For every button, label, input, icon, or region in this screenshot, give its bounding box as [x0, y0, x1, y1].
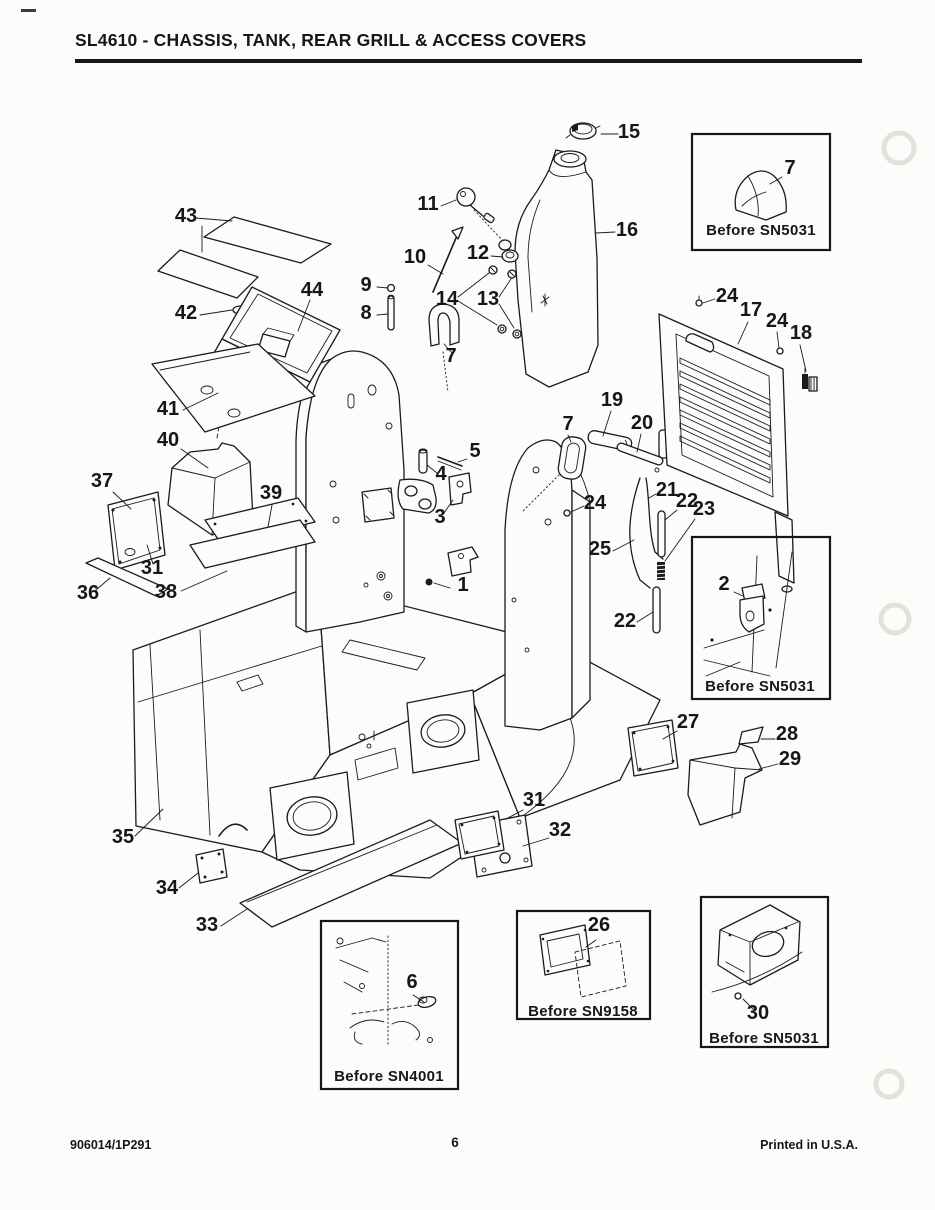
callout-31-right: 31: [523, 789, 545, 811]
callout-42: 42: [175, 302, 197, 324]
callout-30: 30: [747, 1002, 769, 1024]
page-title: SL4610 - CHASSIS, TANK, REAR GRILL & ACC…: [75, 30, 587, 50]
callout-24-b: 24: [766, 310, 789, 332]
callout-29: 29: [779, 748, 801, 770]
callout-3: 3: [434, 506, 445, 528]
callout-33: 33: [196, 914, 218, 936]
callout-27: 27: [677, 711, 699, 733]
callout-22-a: 22: [676, 490, 698, 512]
inset-d-caption: Before SN9158: [528, 1003, 638, 1020]
callout-12: 12: [467, 242, 489, 264]
callout-41: 41: [157, 398, 179, 420]
callout-11: 11: [417, 193, 438, 215]
rear-grill-drawing: [563, 295, 818, 593]
callout-26: 26: [588, 914, 610, 936]
footer-page-number: 6: [451, 1135, 459, 1150]
callout-43: 43: [175, 205, 197, 227]
callout-9: 9: [360, 274, 371, 296]
left-covers-drawing: [85, 442, 316, 597]
callout-25: 25: [589, 538, 611, 560]
callout-8: 8: [360, 302, 371, 324]
inset-box-c: [319, 919, 460, 1091]
fuel-tank-drawing: [432, 122, 601, 388]
callout-15: 15: [618, 121, 640, 143]
inset-e-caption: Before SN5031: [709, 1030, 819, 1047]
callout-labels: 43 42 44 41 40 37 39 31 38 36 11 10 12 1…: [77, 121, 812, 1024]
rods-springs-drawing: [557, 430, 668, 634]
callout-18: 18: [790, 322, 812, 344]
inset-c-caption: Before SN4001: [334, 1068, 444, 1085]
inset-box-b: [690, 535, 832, 701]
callout-21: 21: [656, 479, 678, 501]
callout-24-c: 24: [584, 492, 607, 514]
callout-16: 16: [616, 219, 638, 241]
callout-40: 40: [157, 429, 179, 451]
rear-panels-drawing: [627, 719, 764, 826]
callout-36: 36: [77, 582, 99, 604]
callout-14: 14: [436, 288, 459, 310]
callout-17: 17: [740, 299, 762, 321]
callout-19: 19: [601, 389, 623, 411]
callout-24-a: 24: [716, 285, 739, 307]
callout-13: 13: [477, 288, 499, 310]
callout-5: 5: [469, 440, 480, 462]
callout-31-left: 31: [141, 557, 163, 579]
inset-b-caption: Before SN5031: [705, 678, 815, 695]
callout-23: 23: [693, 498, 715, 520]
callout-7-shackle: 7: [445, 345, 456, 367]
callout-6: 6: [406, 971, 417, 993]
footer-printed-note: Printed in U.S.A.: [760, 1138, 858, 1152]
inset-a-caption: Before SN5031: [706, 222, 816, 239]
callout-7-inset: 7: [784, 157, 795, 179]
footer-doc-number: 906014/1P291: [70, 1138, 152, 1152]
callout-35: 35: [112, 826, 134, 848]
inset-box-e: [699, 895, 830, 1049]
title-underline: [75, 59, 862, 63]
inset-box-d: [515, 909, 652, 1021]
callout-37: 37: [91, 470, 113, 492]
callout-20: 20: [631, 412, 653, 434]
callout-38: 38: [155, 581, 177, 603]
callout-44: 44: [301, 279, 324, 301]
callout-10: 10: [404, 246, 426, 268]
callout-7-grommet: 7: [562, 413, 573, 435]
callout-22-b: 22: [614, 610, 636, 632]
inset-captions: Before SN5031 Before SN5031 Before SN400…: [334, 222, 819, 1085]
callout-34: 34: [156, 877, 179, 899]
inset-box-a: [690, 132, 832, 252]
callout-2: 2: [718, 573, 729, 595]
left-panels-drawing: [151, 216, 341, 439]
callout-1: 1: [457, 574, 468, 596]
leader-lines: [95, 133, 807, 1012]
callout-39: 39: [260, 482, 282, 504]
scan-mark: [21, 9, 36, 12]
callout-32: 32: [549, 819, 571, 841]
callout-28: 28: [776, 723, 798, 745]
rops-towers-drawing: [295, 283, 591, 731]
callout-4: 4: [435, 463, 447, 485]
scan-artifact-rings: [873, 130, 917, 1100]
